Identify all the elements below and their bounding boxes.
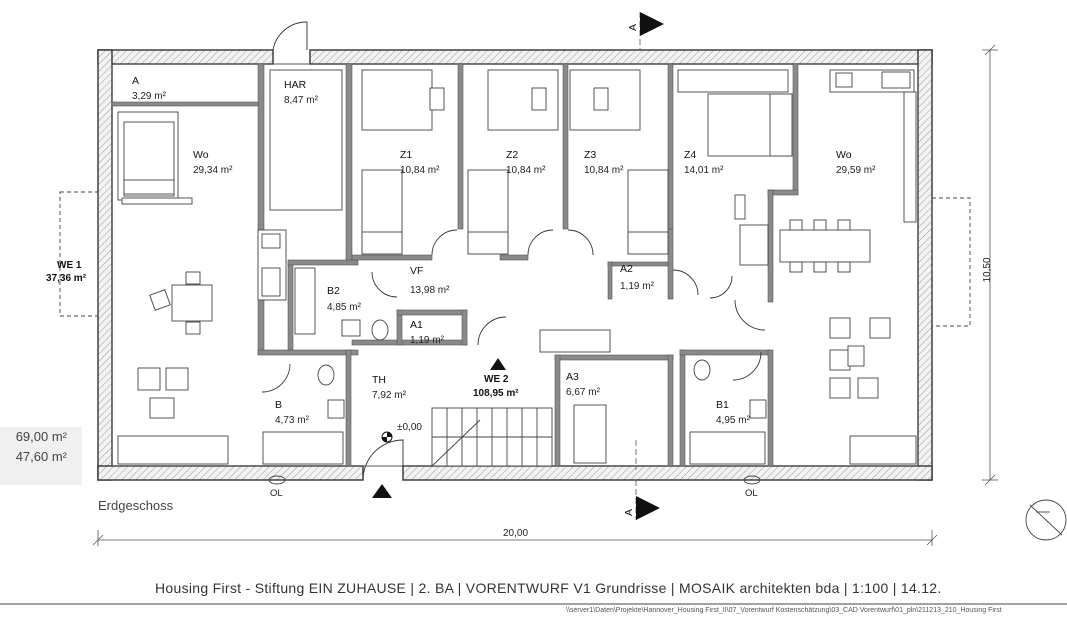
room-labels: A 3,29 m² HAR 8,47 m² Wo 29,34 m² Z1 10,… xyxy=(46,75,876,426)
ol-label-left: OL xyxy=(270,488,283,499)
ol-label-right: OL xyxy=(745,488,758,499)
room-area-z2: 10,84 m² xyxy=(506,165,546,176)
exterior-walls xyxy=(97,49,933,481)
unit-name-we2: WE 2 xyxy=(484,374,509,385)
section-label-top: A xyxy=(627,24,639,31)
room-area-b2: 4,85 m² xyxy=(327,302,362,313)
room-area-a1: 1,19 m² xyxy=(410,335,445,346)
room-area-z4: 14,01 m² xyxy=(684,165,724,176)
room-name-wo2: Wo xyxy=(836,149,852,161)
room-area-har: 8,47 m² xyxy=(284,95,319,106)
section-label-bottom: A xyxy=(623,509,635,516)
room-name-har: HAR xyxy=(284,79,307,91)
unit-area-we2: 108,95 m² xyxy=(473,388,519,399)
room-area-b: 4,73 m² xyxy=(275,415,310,426)
interior-walls xyxy=(111,63,799,467)
room-name-th: TH xyxy=(372,374,386,386)
room-area-wo2: 29,59 m² xyxy=(836,165,876,176)
room-name-z1: Z1 xyxy=(400,149,412,161)
room-name-wo1: Wo xyxy=(193,149,209,161)
level-label: ±0,00 xyxy=(397,422,422,433)
room-area-a3: 6,67 m² xyxy=(566,387,601,398)
we2-bay-outline xyxy=(931,197,971,327)
level-marker-icon xyxy=(381,431,393,443)
unit-name-we1: WE 1 xyxy=(57,260,82,271)
staircase xyxy=(431,407,553,467)
we2-marker xyxy=(490,358,506,370)
room-name-b1: B1 xyxy=(716,399,729,411)
room-name-vf: VF xyxy=(410,265,423,277)
ol-markers xyxy=(268,475,761,485)
room-name-z3: Z3 xyxy=(584,149,596,161)
room-area-wo1: 29,34 m² xyxy=(193,165,233,176)
room-name-b: B xyxy=(275,399,282,411)
room-name-a1: A1 xyxy=(410,319,423,331)
furniture xyxy=(117,69,917,467)
room-area-z3: 10,84 m² xyxy=(584,165,624,176)
room-area-b1: 4,95 m² xyxy=(716,415,751,426)
summary-line-2: 47,60 m² xyxy=(15,449,67,464)
room-name-b2: B2 xyxy=(327,285,340,297)
room-area-z1: 10,84 m² xyxy=(400,165,440,176)
section-marker-bottom xyxy=(635,440,660,520)
area-summary: 69,00 m² 47,60 m² xyxy=(0,427,82,485)
file-path: \\server1\Daten\Projekte\Hannover_Housin… xyxy=(566,607,1002,614)
title-block: Housing First - Stiftung EIN ZUHAUSE | 2… xyxy=(155,580,942,596)
room-area-a: 3,29 m² xyxy=(132,91,167,102)
entrance-marker xyxy=(372,484,392,498)
dimension-width xyxy=(92,530,938,546)
room-name-z4: Z4 xyxy=(684,149,696,161)
floor-label: Erdgeschoss xyxy=(98,498,174,513)
unit-area-we1: 37,36 m² xyxy=(46,273,87,284)
room-name-z2: Z2 xyxy=(506,149,518,161)
doors xyxy=(261,21,766,481)
title-rule xyxy=(0,603,1067,605)
dimension-height-label: 10,50 xyxy=(982,257,993,282)
section-marker-top xyxy=(639,12,664,50)
north-arrow-icon xyxy=(1025,499,1067,541)
dimension-height xyxy=(982,44,998,486)
room-area-th: 7,92 m² xyxy=(372,390,407,401)
we1-bay-outline xyxy=(59,191,99,317)
dimension-width-label: 20,00 xyxy=(503,528,528,539)
room-area-vf: 13,98 m² xyxy=(410,285,450,296)
summary-line-1: 69,00 m² xyxy=(15,429,67,444)
room-name-a3: A3 xyxy=(566,371,579,383)
room-name-a: A xyxy=(132,75,139,87)
room-name-a2: A2 xyxy=(620,263,633,275)
room-area-a2: 1,19 m² xyxy=(620,281,655,292)
